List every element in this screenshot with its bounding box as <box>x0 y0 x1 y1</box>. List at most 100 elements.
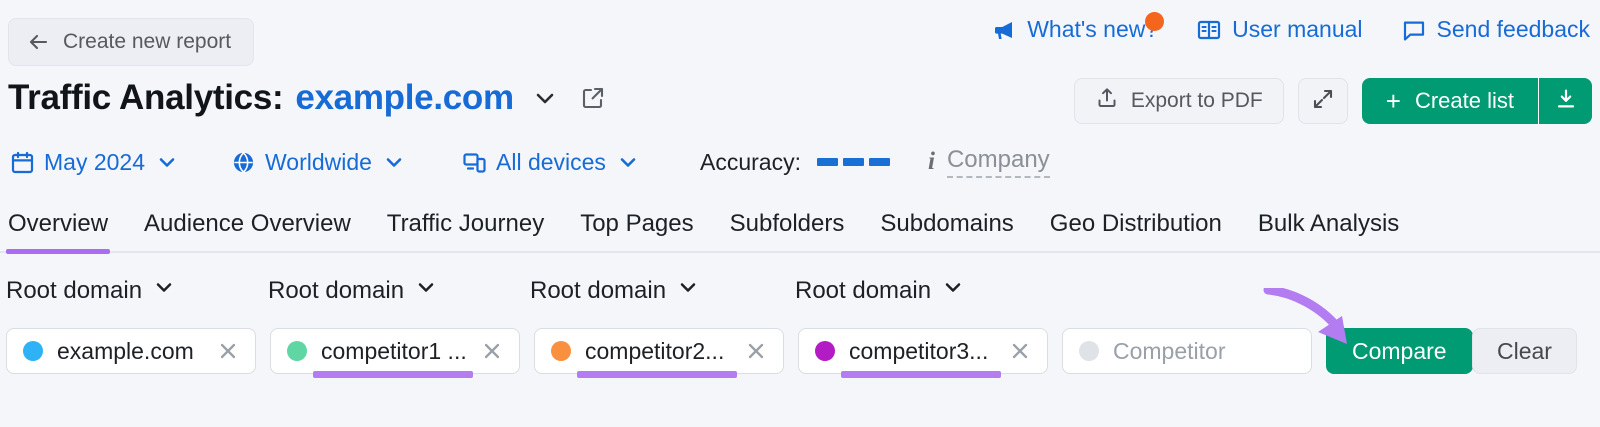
book-icon <box>1196 17 1222 43</box>
competitor-chip-4[interactable]: competitor3... <box>798 328 1048 378</box>
root-domain-label: Root domain <box>6 276 143 304</box>
megaphone-icon <box>991 17 1017 43</box>
compare-label: Compare <box>1352 337 1447 364</box>
root-domain-select-2[interactable]: Root domain <box>268 276 437 305</box>
tab-audience-overview[interactable]: Audience Overview <box>142 206 353 254</box>
whats-new-badge-dot <box>1145 12 1165 31</box>
root-domain-label: Root domain <box>795 276 932 304</box>
accuracy-bars <box>816 158 890 166</box>
create-list-group: + Create list <box>1361 78 1592 124</box>
company-info[interactable]: i Company <box>928 146 1050 178</box>
tab-label: Bulk Analysis <box>1257 210 1400 237</box>
tab-overview[interactable]: Overview <box>6 206 111 254</box>
competitor-chip-3[interactable]: competitor2... <box>534 328 784 378</box>
speech-bubble-icon <box>1401 17 1427 43</box>
root-domain-row: Root domain Root domain Root domain <box>0 276 1600 318</box>
top-bar: Create new report What's new? <box>0 0 1600 68</box>
expand-icon <box>1311 87 1335 116</box>
download-icon <box>1554 87 1578 116</box>
devices-icon <box>462 150 487 175</box>
highlight-underline <box>577 371 737 378</box>
compare-button[interactable]: Compare <box>1326 328 1473 374</box>
page-title: Traffic Analytics: example.com <box>8 78 606 118</box>
close-icon[interactable] <box>215 338 241 364</box>
chevron-down-icon <box>415 276 437 305</box>
clear-button[interactable]: Clear <box>1472 328 1577 374</box>
page-title-static: Traffic Analytics: <box>8 78 284 117</box>
create-new-report-button[interactable]: Create new report <box>8 18 255 66</box>
tab-subfolders[interactable]: Subfolders <box>728 206 847 254</box>
competitor-value: competitor2... <box>585 337 725 364</box>
device-filter[interactable]: All devices <box>462 149 639 176</box>
highlight-underline <box>841 371 1001 378</box>
location-filter[interactable]: Worldwide <box>231 149 405 176</box>
close-icon[interactable] <box>479 338 505 364</box>
chevron-down-icon <box>677 276 699 305</box>
competitor-chip-2[interactable]: competitor1 ... <box>270 328 520 378</box>
date-filter[interactable]: May 2024 <box>10 149 178 176</box>
close-icon[interactable] <box>1007 338 1033 364</box>
competitor-row: example.com competitor1 ... competitor2.… <box>0 328 1600 384</box>
chevron-down-icon <box>153 276 175 305</box>
accuracy-indicator: Accuracy: <box>700 149 890 176</box>
series-color-dot <box>551 341 571 361</box>
top-links: What's new? User manual <box>991 12 1590 43</box>
root-domain-select-1[interactable]: Root domain <box>6 276 175 305</box>
chevron-down-icon <box>156 151 178 173</box>
chevron-down-icon <box>383 151 405 173</box>
filter-row: May 2024 Worldwide <box>0 140 1600 184</box>
tab-traffic-journey[interactable]: Traffic Journey <box>385 206 546 254</box>
date-filter-label: May 2024 <box>44 148 146 175</box>
competitor-input-empty[interactable]: Competitor <box>1062 328 1312 374</box>
title-actions: Export to PDF + Create list <box>1073 78 1592 124</box>
whats-new-link[interactable]: What's new? <box>991 12 1165 43</box>
root-domain-label: Root domain <box>268 276 405 304</box>
title-row: Traffic Analytics: example.com <box>0 74 1600 136</box>
tab-bar: Overview Audience Overview Traffic Journ… <box>0 206 1600 254</box>
root-domain-select-3[interactable]: Root domain <box>530 276 699 305</box>
tab-label: Geo Distribution <box>1049 210 1222 237</box>
create-new-report-label: Create new report <box>63 30 232 53</box>
tabs: Overview Audience Overview Traffic Journ… <box>0 206 1600 254</box>
tab-label: Subfolders <box>729 210 845 237</box>
user-manual-label: User manual <box>1232 16 1363 42</box>
clear-label: Clear <box>1497 337 1552 364</box>
tab-divider <box>0 251 1600 253</box>
export-to-pdf-button[interactable]: Export to PDF <box>1073 78 1284 124</box>
tab-label: Subdomains <box>880 210 1014 237</box>
external-link-icon[interactable] <box>580 85 606 111</box>
page-title-domain[interactable]: example.com <box>295 78 514 117</box>
series-color-dot <box>287 341 307 361</box>
send-feedback-link[interactable]: Send feedback <box>1401 16 1590 43</box>
download-list-button[interactable] <box>1538 78 1592 124</box>
highlight-underline <box>313 371 473 378</box>
chevron-down-icon[interactable] <box>532 85 558 111</box>
tab-top-pages[interactable]: Top Pages <box>578 206 695 254</box>
tab-label: Top Pages <box>580 210 694 237</box>
close-icon[interactable] <box>743 338 769 364</box>
chevron-down-icon <box>942 276 964 305</box>
root-domain-select-4[interactable]: Root domain <box>795 276 964 305</box>
globe-icon <box>231 150 256 175</box>
tab-subdomains[interactable]: Subdomains <box>878 206 1015 254</box>
expand-button[interactable] <box>1297 78 1348 124</box>
series-color-dot <box>1079 341 1099 361</box>
tab-bulk-analysis[interactable]: Bulk Analysis <box>1256 206 1401 254</box>
plus-icon: + <box>1385 86 1401 116</box>
arrow-left-icon <box>27 31 49 53</box>
device-filter-label: All devices <box>496 148 606 175</box>
root-domain-label: Root domain <box>530 276 667 304</box>
competitor-chip-1[interactable]: example.com <box>6 328 256 374</box>
competitor-value: competitor3... <box>849 337 989 364</box>
create-list-button[interactable]: + Create list <box>1361 78 1538 124</box>
create-list-label: Create list <box>1414 88 1514 113</box>
competitor-value: example.com <box>57 337 194 364</box>
user-manual-link[interactable]: User manual <box>1196 16 1363 43</box>
series-color-dot <box>815 341 835 361</box>
tab-geo-distribution[interactable]: Geo Distribution <box>1048 206 1224 254</box>
upload-icon <box>1095 86 1119 116</box>
company-label: Company <box>946 146 1050 178</box>
tab-label: Overview <box>8 210 109 237</box>
competitor-placeholder: Competitor <box>1113 337 1226 364</box>
competitor-value: competitor1 ... <box>321 337 465 364</box>
